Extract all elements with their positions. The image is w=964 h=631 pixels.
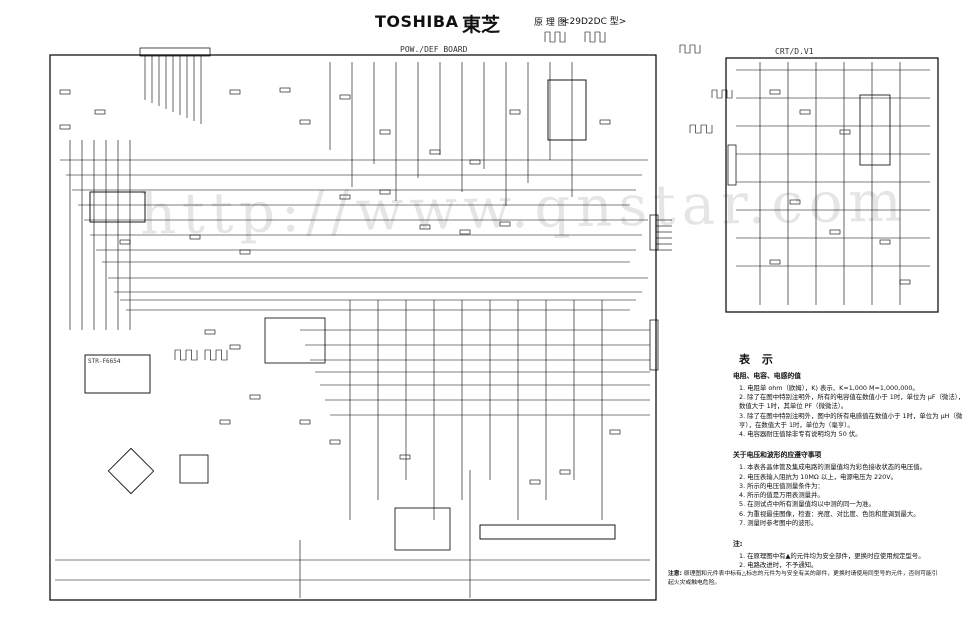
- component-24: [299, 419, 311, 425]
- component-10: [509, 109, 521, 115]
- crt-board-frame: [725, 57, 939, 313]
- ic-deflection-block: [547, 79, 587, 141]
- component-22: [249, 394, 261, 400]
- component-35: [879, 239, 891, 245]
- legend-item: 1. 在原理图中有▲的元件均为安全部件，更换时应使用规定型号。: [739, 552, 925, 561]
- notice-text: 原理图和元件表中标有△标志的元件为与安全有关的部件，更换时请使用同型号的元件，否…: [668, 571, 938, 586]
- component-34: [829, 229, 841, 235]
- legend-item: 1. 本表各晶体管及集成电路的测量值均为彩色接收状态的电压值。: [739, 463, 927, 472]
- wires: [55, 56, 930, 598]
- legend-section2-title: 关于电压和波形的应遵守事项: [733, 451, 822, 460]
- ic-audio-block: [394, 507, 451, 551]
- legend-item: 5. 在测试点中所有测量值均以中测的同一为准。: [739, 500, 875, 509]
- waveform: [584, 31, 606, 43]
- main-board-label: POW./DEF BOARD: [400, 45, 468, 54]
- component-17: [499, 221, 511, 227]
- components: [59, 31, 911, 485]
- component-32: [839, 129, 851, 135]
- component-5: [299, 119, 311, 125]
- component-19: [339, 194, 351, 200]
- right-connector-1: [649, 214, 659, 251]
- crt-connector: [727, 144, 737, 186]
- top-connector: [139, 47, 211, 57]
- component-3: [229, 89, 241, 95]
- component-20: [204, 329, 216, 335]
- legend-item: 2. 电路改进时，不予通知。: [739, 561, 818, 570]
- component-21: [229, 344, 241, 350]
- brand-name: TOSHIBA: [375, 12, 459, 31]
- legend-item: 2. 电压表输入阻抗为 10MΩ 以上，电源电压为 220V。: [739, 472, 897, 481]
- waveform: [544, 31, 566, 43]
- waveform: [689, 124, 713, 134]
- title-bar: TOSHIBA 東芝 原 理 图 <29D2DC 型>: [0, 8, 950, 36]
- legend-item: 3. 所示的电压值测量条件为：: [739, 481, 824, 490]
- crt-board-label: CRT/D.V1: [775, 47, 814, 56]
- component-16: [459, 229, 471, 235]
- safety-notice: 注意: 原理图和元件表中标有△标志的元件为与安全有关的部件，更换时请使用同型号的…: [668, 570, 943, 587]
- component-26: [399, 454, 411, 460]
- legend-item: 数值大于 1时，其单位 PF（微微法）。: [739, 402, 848, 411]
- component-7: [379, 129, 391, 135]
- legend-item: 7. 测量时参考图中的波形。: [739, 519, 818, 527]
- component-25: [329, 439, 341, 445]
- component-14: [119, 239, 131, 245]
- component-23: [219, 419, 231, 425]
- legend-item: 2. 除了在图中特别注明外，所有的电容值在数值小于 1时，单位为 μF（微法），: [739, 393, 964, 402]
- component-28: [559, 469, 571, 475]
- waveform: [174, 349, 198, 361]
- component-27: [529, 479, 541, 485]
- component-0: [59, 89, 71, 95]
- legend-section3-title: 注:: [733, 540, 743, 549]
- component-12: [239, 249, 251, 255]
- legend-title: 表 示: [739, 353, 777, 366]
- component-29: [609, 429, 621, 435]
- diagram-subtitle: 原 理 图: [534, 18, 567, 28]
- component-30: [769, 89, 781, 95]
- legend-item: 1. 电阻单 ohm（欧姆），K) 表示、K=1,000 M=1,000,000…: [739, 383, 919, 392]
- right-connector-2: [649, 319, 659, 371]
- brand-name-chinese: 東芝: [462, 14, 501, 36]
- power-ic-block: [84, 354, 151, 394]
- legend-section1-title: 电阻、电容、电感的值: [733, 371, 801, 380]
- component-9: [469, 159, 481, 165]
- component-33: [789, 199, 801, 205]
- component-36: [769, 259, 781, 265]
- ic-jungle-block: [479, 524, 616, 540]
- legend-item: 4. 所示的值是万用表测量并。: [739, 491, 824, 500]
- component-18: [379, 189, 391, 195]
- waveform: [711, 89, 733, 99]
- crt-socket: [859, 94, 891, 166]
- legend-item: 4. 电容器耐压值除非专有说明均为 50 伏。: [739, 430, 862, 439]
- notice-label: 注意:: [668, 571, 682, 577]
- component-1: [59, 124, 71, 130]
- component-15: [419, 224, 431, 230]
- bridge-rectifier: [107, 447, 155, 495]
- legend-item: 亨），在数值大于 1时，单位为（毫亨）。: [739, 420, 854, 429]
- ic-vertical-block: [89, 191, 146, 223]
- legend-item: 3. 除了在图中特别注明外，图中的所有电感值在数值小于 1时，单位为 μH（微: [739, 411, 963, 420]
- waveform: [679, 44, 701, 54]
- component-11: [599, 119, 611, 125]
- component-37: [899, 279, 911, 285]
- legend-item: 6. 为重视最佳图像，检查：亮度、对比度、色饱和度调到最大。: [739, 509, 920, 518]
- main-board-frame: [49, 54, 657, 601]
- waveform: [204, 349, 228, 361]
- component-8: [429, 149, 441, 155]
- power-ic-label: STR-F6654: [88, 358, 121, 365]
- model-number: <29D2DC 型>: [562, 17, 627, 27]
- component-6: [339, 94, 351, 100]
- component-2: [94, 109, 106, 115]
- component-4: [279, 87, 291, 93]
- transformer-block: [179, 454, 209, 484]
- ic-power-control-block: [264, 317, 326, 364]
- component-31: [799, 109, 811, 115]
- component-13: [189, 234, 201, 240]
- legend-panel: 表 示 电阻、电容、电感的值 1. 电阻单 ohm（欧姆），K) 表示、K=1,…: [733, 352, 964, 571]
